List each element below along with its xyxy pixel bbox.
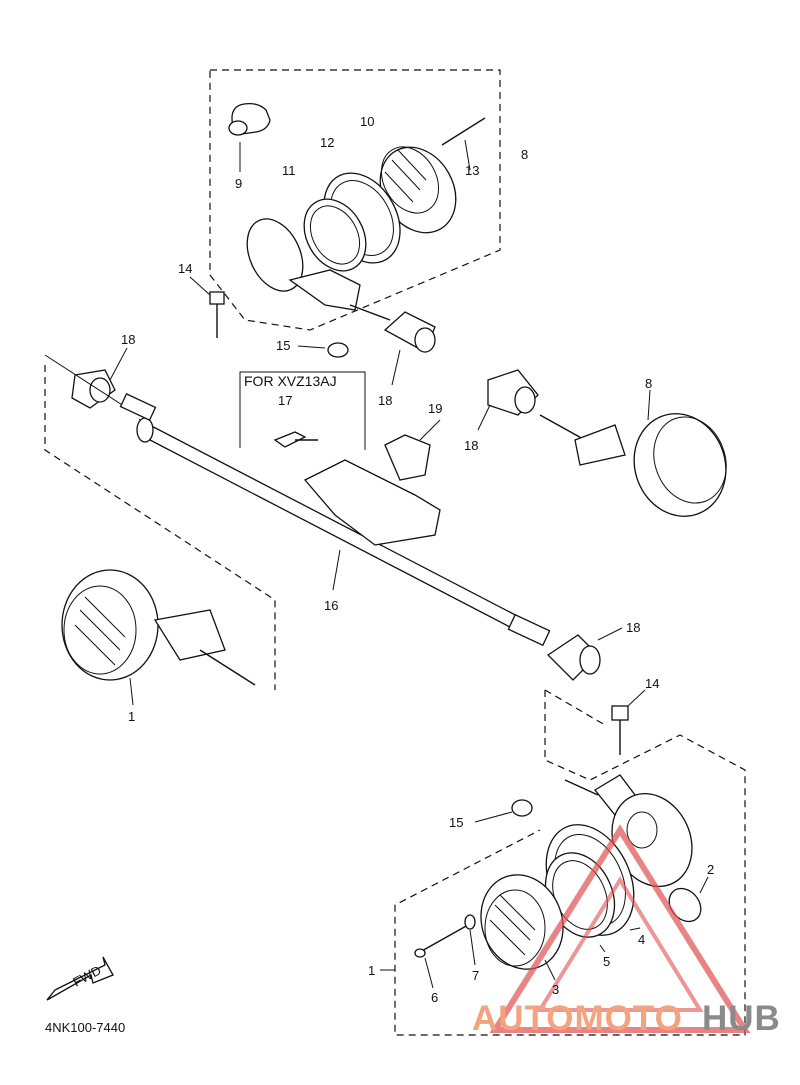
label-part-14-right: 14 xyxy=(645,676,659,691)
label-part-13: 13 xyxy=(465,163,479,178)
label-part-18-c: 18 xyxy=(464,438,478,453)
label-part-6: 6 xyxy=(431,990,438,1005)
bottom-grommet xyxy=(546,627,623,681)
stay-rod xyxy=(119,393,551,647)
label-part-7: 7 xyxy=(472,968,479,983)
right-bolt xyxy=(611,689,646,755)
nut-icon xyxy=(297,342,349,358)
label-part-17: 17 xyxy=(278,393,292,408)
label-part-11: 11 xyxy=(282,163,296,178)
bolt-icon xyxy=(189,276,225,338)
label-part-1-left: 1 xyxy=(128,709,135,724)
left-signal xyxy=(61,569,256,706)
label-part-10: 10 xyxy=(360,114,374,129)
label-part-16: 16 xyxy=(324,598,338,613)
label-part-18-a: 18 xyxy=(121,332,135,347)
label-part-12: 12 xyxy=(320,135,334,150)
fwd-label: FWD xyxy=(70,963,103,990)
label-part-2: 2 xyxy=(707,862,714,877)
label-part-9: 9 xyxy=(235,176,242,191)
top-lamp-parts xyxy=(246,117,486,321)
label-part-14-top: 14 xyxy=(178,261,192,276)
label-part-15-top: 15 xyxy=(276,338,290,353)
label-part-5: 5 xyxy=(603,954,610,969)
top-assembly-boundary xyxy=(209,69,501,331)
label-part-18-b: 18 xyxy=(378,393,392,408)
note-box xyxy=(239,371,441,546)
right-signal xyxy=(477,369,727,517)
label-part-1-lower: 1 xyxy=(368,963,375,978)
watermark-logo xyxy=(489,824,751,1033)
watermark-text-primary: AUTOMOTO xyxy=(472,999,683,1038)
label-part-8-right: 8 xyxy=(645,376,652,391)
label-part-19: 19 xyxy=(428,401,442,416)
drawing-code: 4NK100-7440 xyxy=(45,1020,125,1035)
fwd-arrow-icon xyxy=(46,956,114,1001)
lower-assembly-boundary xyxy=(394,689,746,1036)
label-part-4: 4 xyxy=(638,932,645,947)
bulb-icon xyxy=(228,102,271,172)
label-part-3: 3 xyxy=(552,982,559,997)
model-note: FOR XVZ13AJ xyxy=(244,373,337,389)
watermark-text-secondary: HUB xyxy=(702,999,781,1038)
label-part-8-top: 8 xyxy=(521,147,528,162)
left-guide xyxy=(44,354,276,690)
label-part-15-lower: 15 xyxy=(449,815,463,830)
label-part-18-d: 18 xyxy=(626,620,640,635)
grommet-icon xyxy=(383,311,436,386)
